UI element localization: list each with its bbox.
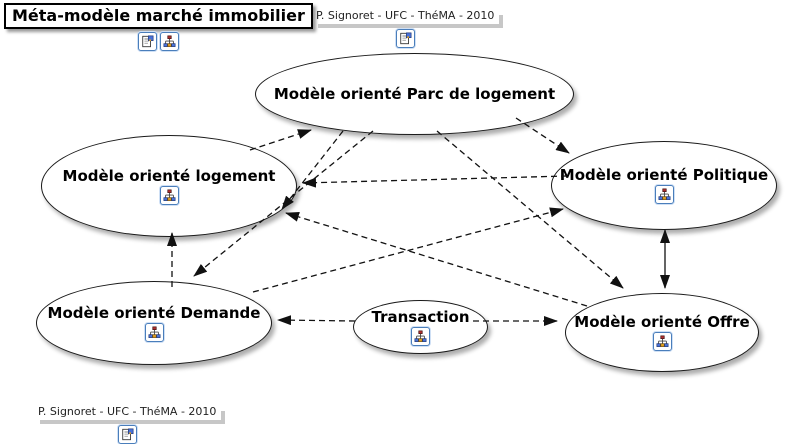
node-label: Transaction — [371, 307, 470, 326]
edge-politique-logement — [302, 175, 568, 188]
node-logement[interactable]: Modèle orienté logement — [41, 135, 297, 237]
node-label: Modèle orienté Parc de logement — [273, 84, 556, 103]
credit-top-text: P. Signoret - UFC - ThéMA - 2010 — [312, 8, 504, 28]
node-label: Modèle orienté Demande — [47, 303, 261, 322]
node-parc-de-logement[interactable]: Modèle orienté Parc de logement — [255, 53, 574, 135]
hierarchy-icon[interactable] — [654, 185, 674, 204]
credit-bottom-text: P. Signoret - UFC - ThéMA - 2010 — [34, 404, 226, 424]
node-label: Modèle orienté Offre — [574, 313, 750, 331]
node-label: Modèle orienté Politique — [559, 166, 769, 184]
edge-demande-politique — [252, 207, 564, 293]
hierarchy-icon[interactable] — [652, 332, 672, 351]
edge-logement-parc — [249, 129, 312, 151]
title-block: Méta-modèle marché immobilier — [4, 3, 313, 51]
edge-transaction-demande — [277, 315, 356, 326]
report-icon[interactable] — [395, 29, 415, 48]
node-demande[interactable]: Modèle orienté Demande — [36, 281, 272, 365]
node-transaction[interactable]: Transaction — [353, 300, 488, 354]
hierarchy-icon[interactable] — [144, 322, 164, 342]
node-label: Modèle orienté logement — [62, 166, 276, 185]
report-icon[interactable] — [117, 425, 137, 444]
credit-bottom: P. Signoret - UFC - ThéMA - 2010 — [34, 400, 226, 444]
edge-offre-logement — [285, 212, 588, 307]
hierarchy-icon[interactable] — [159, 32, 179, 51]
node-politique[interactable]: Modèle orienté Politique — [551, 141, 777, 230]
hierarchy-icon[interactable] — [411, 326, 430, 346]
diagram-title: Méta-modèle marché immobilier — [4, 3, 313, 29]
credit-top: P. Signoret - UFC - ThéMA - 2010 — [312, 4, 504, 48]
hierarchy-icon[interactable] — [159, 185, 179, 205]
report-icon[interactable] — [137, 32, 157, 51]
node-offre[interactable]: Modèle orienté Offre — [565, 293, 759, 372]
